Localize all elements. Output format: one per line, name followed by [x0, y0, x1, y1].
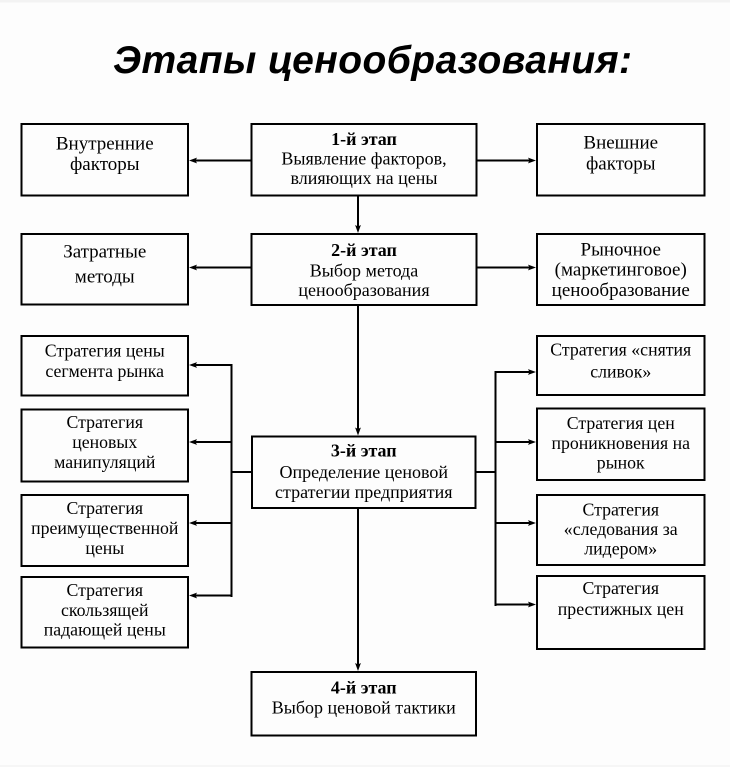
svg-text:сливок»: сливок» — [590, 362, 651, 382]
svg-text:3-й этап: 3-й этап — [331, 441, 397, 461]
svg-text:Стратегия цены: Стратегия цены — [45, 341, 165, 361]
svg-text:влияющих на цены: влияющих на цены — [290, 168, 437, 188]
svg-text:Выявление факторов,: Выявление факторов, — [281, 148, 446, 168]
svg-text:Внутренние: Внутренние — [56, 133, 154, 154]
svg-text:Затратные: Затратные — [63, 241, 146, 262]
svg-text:престижных цен: престижных цен — [558, 599, 684, 619]
svg-text:факторы: факторы — [70, 154, 140, 175]
svg-text:методы: методы — [75, 267, 135, 288]
svg-text:ценовых: ценовых — [72, 432, 137, 452]
svg-text:Стратегия: Стратегия — [66, 580, 143, 600]
svg-text:Стратегия: Стратегия — [66, 498, 143, 518]
svg-text:ценообразование: ценообразование — [552, 280, 690, 301]
svg-text:падающей цены: падающей цены — [44, 619, 166, 639]
svg-text:1-й этап: 1-й этап — [331, 129, 397, 149]
svg-text:Внешние: Внешние — [583, 133, 658, 154]
svg-text:цены: цены — [85, 538, 124, 558]
svg-text:Стратегия: Стратегия — [582, 578, 659, 598]
svg-text:Определение ценовой: Определение ценовой — [279, 462, 448, 482]
svg-text:Выбор ценовой тактики: Выбор ценовой тактики — [272, 698, 456, 718]
svg-text:Стратегия цен: Стратегия цен — [567, 413, 675, 433]
svg-text:«следования за: «следования за — [564, 519, 678, 539]
svg-text:Этапы ценообразования:: Этапы ценообразования: — [113, 39, 632, 82]
svg-text:преимущественной: преимущественной — [31, 518, 179, 538]
svg-text:4-й этап: 4-й этап — [331, 678, 397, 698]
svg-text:Стратегия «снятия: Стратегия «снятия — [550, 339, 691, 359]
svg-text:проникновения на: проникновения на — [551, 433, 690, 453]
svg-text:Стратегия: Стратегия — [66, 412, 143, 432]
svg-text:Рыночное: Рыночное — [581, 239, 661, 260]
svg-text:сегмента рынка: сегмента рынка — [45, 361, 164, 381]
svg-text:рынок: рынок — [597, 453, 645, 473]
svg-text:лидером»: лидером» — [584, 539, 657, 559]
svg-text:(маркетинговое): (маркетинговое) — [555, 260, 687, 281]
svg-text:манипуляций: манипуляций — [54, 452, 156, 472]
svg-text:2-й этап: 2-й этап — [331, 240, 397, 260]
svg-text:скользящей: скользящей — [61, 600, 149, 620]
svg-text:Выбор метода: Выбор метода — [310, 261, 418, 281]
svg-text:стратегии предприятия: стратегии предприятия — [275, 482, 452, 502]
svg-text:ценообразования: ценообразования — [298, 280, 429, 300]
svg-text:факторы: факторы — [586, 153, 656, 174]
svg-text:Стратегия: Стратегия — [582, 499, 659, 519]
